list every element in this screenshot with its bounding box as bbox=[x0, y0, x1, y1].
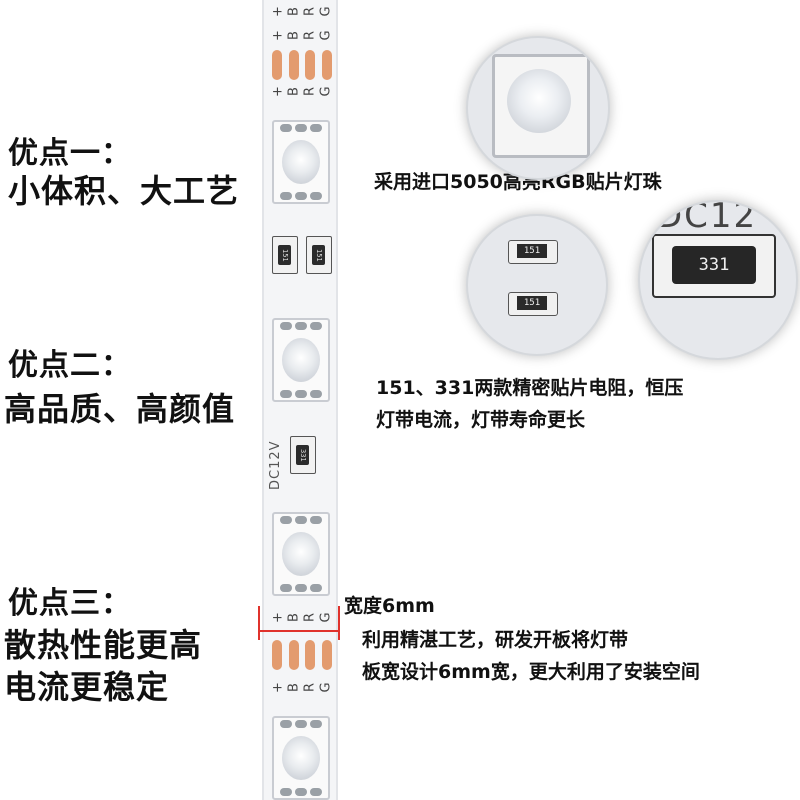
pin-labels-bottom: + B R G bbox=[270, 612, 334, 623]
feature-1-description: 采用进口5050高亮RGB贴片灯珠 bbox=[374, 171, 662, 193]
zoom-dc-label: DC12 bbox=[656, 200, 758, 236]
pin-r: R bbox=[302, 6, 318, 17]
led-chip-3 bbox=[272, 512, 330, 596]
led-chip-4 bbox=[272, 716, 330, 800]
zoom-led-chip bbox=[466, 36, 610, 180]
feature-2-title: 优点二： bbox=[8, 348, 132, 383]
feature-3-title: 优点三： bbox=[8, 586, 132, 621]
width-label: 宽度6mm bbox=[344, 595, 435, 617]
feature-3-description-line-2: 板宽设计6mm宽，更大利用了安装空间 bbox=[362, 661, 700, 683]
led-chip-1 bbox=[272, 120, 330, 204]
pin-g: G bbox=[318, 6, 334, 17]
feature-1-title: 优点一： bbox=[8, 136, 132, 171]
width-marker-right bbox=[338, 606, 340, 640]
width-marker-left bbox=[258, 606, 260, 640]
feature-2-description-line-1: 151、331两款精密贴片电阻，恒压 bbox=[376, 377, 684, 399]
zoom-resistor-331: DC12 331 bbox=[638, 200, 798, 360]
feature-2-description-line-2: 灯带电流，灯带寿命更长 bbox=[376, 409, 586, 431]
feature-2-subtitle: 高品质、高颜值 bbox=[4, 390, 236, 428]
pin-labels-top: + B R G bbox=[270, 4, 334, 19]
pin-labels-bottom-2: + B R G bbox=[270, 682, 334, 693]
width-marker-bar bbox=[258, 630, 340, 632]
resistor-1: 151 bbox=[272, 236, 298, 274]
pin-b: B bbox=[286, 7, 302, 16]
zoom-resistors-151: 151 151 bbox=[466, 214, 608, 356]
feature-3-description-line-1: 利用精湛工艺，研发开板将灯带 bbox=[362, 629, 629, 651]
pin-labels-top-2: + B R G bbox=[270, 30, 334, 41]
feature-3-subtitle-line-1: 散热性能更高 bbox=[4, 626, 203, 664]
voltage-label: DC12V bbox=[268, 440, 283, 490]
resistor-2: 151 bbox=[306, 236, 332, 274]
led-chip-2 bbox=[272, 318, 330, 402]
pin-labels-top-3: + B R G bbox=[270, 86, 334, 97]
feature-3-subtitle-line-2: 电流更稳定 bbox=[4, 668, 170, 706]
resistor-3: 331 bbox=[290, 436, 316, 474]
feature-1-subtitle: 小体积、大工艺 bbox=[8, 172, 240, 210]
pin-plus: + bbox=[270, 6, 286, 17]
solder-pads-bottom bbox=[272, 640, 332, 670]
led-strip: + B R G + B R G + B R G 151 151 DC12V 33… bbox=[262, 0, 338, 800]
solder-pads-top bbox=[272, 50, 332, 80]
